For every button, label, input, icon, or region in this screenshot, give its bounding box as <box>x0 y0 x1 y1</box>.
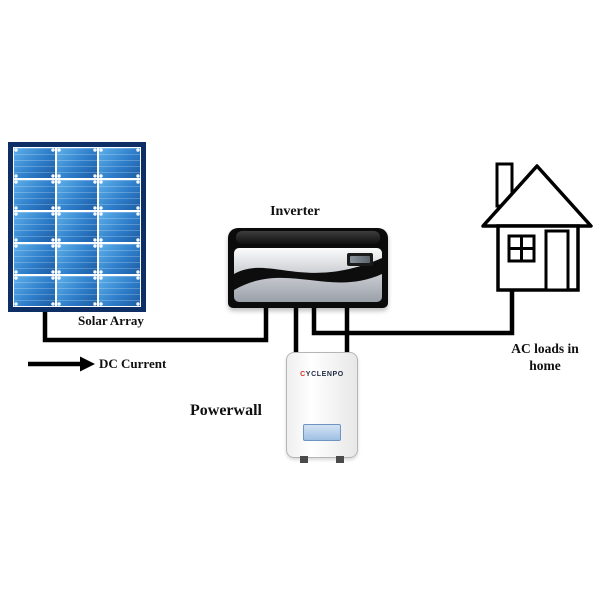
solar-cell <box>14 148 55 178</box>
solar-cell <box>14 244 55 274</box>
solar-cell <box>99 276 140 306</box>
solar-panel-grid <box>13 147 141 307</box>
solar-cell <box>99 148 140 178</box>
powerwall-foot-left <box>300 456 308 463</box>
powerwall-unit: CYCLENPO <box>286 352 358 463</box>
solar-cell <box>99 180 140 210</box>
powerwall-screen <box>303 424 341 441</box>
solar-cell <box>56 244 98 274</box>
inverter-label: Inverter <box>270 204 320 219</box>
wire-inverter-to-house <box>311 288 515 336</box>
solar-cell <box>56 180 98 210</box>
solar-cell <box>99 244 140 274</box>
solar-cell <box>56 212 98 242</box>
solar-array-label: Solar Array <box>78 313 144 328</box>
house-door <box>544 229 570 292</box>
ac-loads-line1: AC loads in <box>511 341 579 356</box>
dc-current-label: DC Current <box>99 356 167 371</box>
dc-arrow-head <box>80 356 95 372</box>
solar-panel <box>8 142 146 312</box>
ac-loads-label: AC loads in home <box>493 340 597 374</box>
solar-cell <box>56 276 98 306</box>
house-icon <box>481 162 593 292</box>
inverter-face <box>234 248 382 302</box>
dc-current-arrow-icon <box>28 356 95 372</box>
solar-cell <box>14 212 55 242</box>
inverter-display <box>347 253 373 266</box>
powerwall-label: Powerwall <box>190 402 262 419</box>
solar-cell <box>14 180 55 210</box>
solar-cell <box>99 212 140 242</box>
powerwall-foot-right <box>336 456 344 463</box>
inverter-wave <box>234 258 382 290</box>
wire-solar-to-inverter <box>42 304 269 343</box>
ac-loads-line2: home <box>529 358 561 373</box>
powerwall-brand-logo: CYCLENPO <box>300 371 344 378</box>
inverter-unit <box>228 228 388 308</box>
solar-cell <box>56 148 98 178</box>
solar-cell <box>14 276 55 306</box>
